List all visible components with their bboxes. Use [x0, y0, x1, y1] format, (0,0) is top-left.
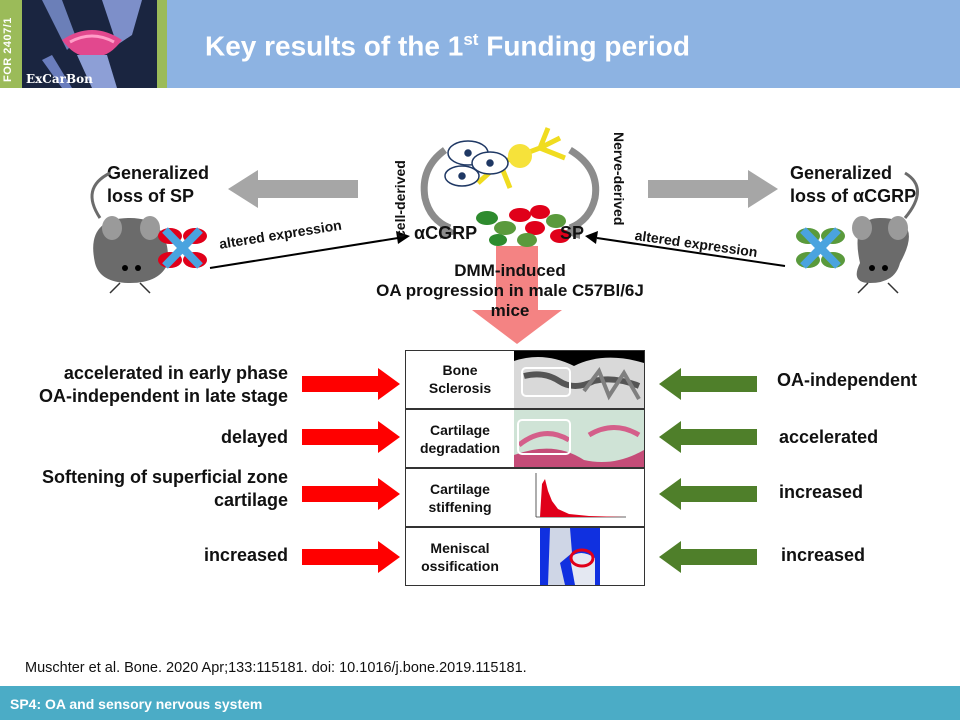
panel-label-cartilage-degradation: Cartilage degradation — [419, 422, 501, 456]
acgrp-label: αCGRP — [414, 223, 478, 243]
row-4-left-text: increased — [203, 545, 288, 565]
histology-image — [514, 410, 644, 467]
mouse-left-graphic — [90, 171, 169, 294]
logo-text: ExCarBon — [26, 72, 93, 86]
panel-cartilage-stiffening: Cartilage stiffening — [405, 468, 645, 527]
logo-accent-bar — [157, 0, 167, 88]
red-arrow-4 — [302, 541, 400, 573]
red-arrow-1 — [302, 368, 400, 400]
cells-graphic — [444, 140, 509, 187]
gray-arrow-left — [228, 170, 358, 208]
stiffness-histogram-image — [514, 469, 644, 526]
footer-bar — [0, 686, 960, 720]
citation: Muschter et al. Bone. 2020 Apr;133:11518… — [25, 660, 527, 676]
sp-knockout-graphic — [158, 227, 207, 269]
panel-label-bone-sclerosis: Bone Sclerosis — [428, 362, 492, 396]
microct-image — [514, 351, 644, 408]
cell-derived-label: cell-derived — [392, 160, 408, 238]
panel-label-cartilage-stiffening: Cartilage stiffening — [428, 481, 492, 515]
mouse-right-graphic — [852, 171, 919, 294]
red-arrow-2 — [302, 421, 400, 453]
top-diagram — [90, 127, 919, 344]
heading-loss-acgrp: Generalized loss of αCGRP — [790, 163, 917, 206]
knee-scan-image — [540, 528, 600, 585]
logo-image: ExCarBon — [22, 0, 157, 88]
sp-label: SP — [560, 223, 585, 243]
footer-text: SP4: OA and sensory nervous system — [10, 696, 263, 712]
nerve-derived-label: Nerve-derived — [611, 132, 627, 226]
row-3-right-text: increased — [779, 482, 864, 502]
red-arrow-3 — [302, 478, 400, 510]
header-side-strip — [0, 0, 22, 88]
row-2-right-text: accelerated — [779, 427, 879, 447]
knee-xray-logo-graphic — [22, 0, 157, 88]
dmm-description: DMM-induced OA progression in male C57Bl… — [376, 261, 644, 320]
heading-loss-sp: Generalized loss of SP — [107, 163, 210, 206]
row-4-right-text: increased — [781, 545, 866, 565]
row-1-left-text: accelerated in early phase OA-independen… — [38, 363, 288, 406]
row-2-left-text: delayed — [220, 427, 288, 447]
panel-meniscal-ossification: Meniscal ossification — [405, 527, 645, 586]
row-3-left-text: Softening of superficial zone cartilage — [41, 467, 288, 510]
panel-label-meniscal-ossification: Meniscal ossification — [421, 540, 499, 574]
panel-cartilage-degradation: Cartilage degradation — [405, 409, 645, 468]
curved-arrow-left — [420, 147, 452, 232]
page-title: Key results of the 1st Funding period — [205, 30, 690, 62]
row-arrows — [302, 368, 757, 573]
panel-bone-sclerosis: Bone Sclerosis — [405, 350, 645, 409]
green-arrow-3 — [659, 478, 757, 510]
neuropeptide-dots — [476, 205, 570, 247]
green-arrow-4 — [659, 541, 757, 573]
green-arrow-1 — [659, 368, 757, 400]
curved-arrow-right — [568, 146, 600, 232]
cgrp-knockout-graphic — [796, 227, 845, 269]
pink-arrow-down — [472, 246, 562, 344]
green-arrow-2 — [659, 421, 757, 453]
row-1-right-text: OA-independent — [777, 370, 917, 390]
nerve-cell-graphic — [476, 127, 566, 189]
gray-arrow-right — [648, 170, 778, 208]
side-label: FOR 2407/1 — [2, 17, 14, 82]
